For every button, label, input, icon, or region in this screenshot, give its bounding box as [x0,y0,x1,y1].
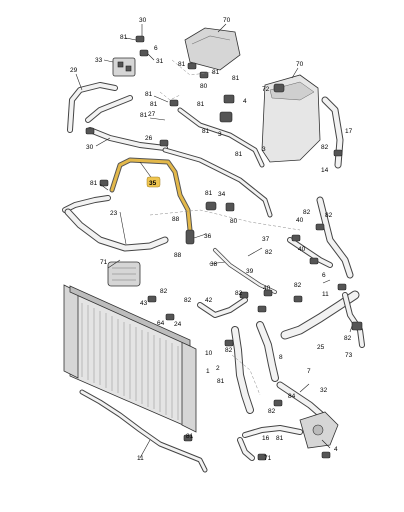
label-part-38: 38 [210,261,218,268]
thermostat-housing [299,411,339,449]
label-part-26: 26 [145,135,153,142]
label-part-82: 82 [160,288,168,295]
hose-23 [62,195,169,252]
label-part-72: 72 [262,86,270,93]
expansion-tank [261,74,321,163]
label-part-39: 39 [246,268,254,275]
radiator [63,284,197,433]
label-part-81: 81 [276,435,284,442]
label-part-36: 36 [204,233,212,240]
label-part-40: 40 [298,246,306,253]
label-part-24: 24 [174,321,182,328]
label-part-27: 27 [148,111,156,118]
label-part-1: 1 [206,368,210,375]
label-part-88: 88 [172,216,180,223]
bracket-top [112,57,136,77]
label-part-40: 40 [263,285,271,292]
label-part-88: 88 [174,252,182,259]
label-part-81: 81 [186,433,194,440]
label-part-40: 40 [296,217,304,224]
oil-cooler [107,261,141,287]
label-part-71: 71 [100,259,108,266]
label-part-4: 4 [243,98,247,105]
label-part-30: 30 [86,144,94,151]
label-part-35: 35 [149,180,157,187]
label-part-64: 64 [157,320,165,327]
label-part-80: 80 [230,218,238,225]
label-part-70: 70 [296,61,304,68]
label-part-81: 81 [197,101,205,108]
label-part-82: 82 [344,335,352,342]
label-part-81: 81 [217,378,225,385]
label-part-35-highlight: 35 [146,176,161,188]
label-part-81: 81 [140,112,148,119]
label-part-82: 82 [225,347,233,354]
label-part-81: 81 [145,91,153,98]
part-labels: 30 70 81 6 29 33 31 81 81 81 70 72 80 81… [70,17,353,462]
label-part-34: 34 [218,191,226,198]
label-part-30: 30 [139,17,147,24]
label-part-12: 82 [325,212,333,219]
label-part-82: 82 [184,297,192,304]
label-part-81: 81 [232,75,240,82]
label-part-14: 14 [321,167,329,174]
label-part-37: 37 [262,236,270,243]
label-part-81: 81 [212,69,220,76]
label-part-6: 6 [154,45,158,52]
label-part-81: 81 [120,34,128,41]
label-part-31: 31 [156,58,164,65]
label-part-25: 25 [317,344,325,351]
dashed-guides [149,59,301,396]
label-part-11: 11 [137,455,144,462]
label-part-82: 82 [294,282,302,289]
hose-top-left [67,82,168,151]
label-part-32: 32 [320,387,328,394]
label-part-70: 70 [223,17,231,24]
label-part-17: 17 [345,128,353,135]
label-part-10: 10 [205,350,213,357]
label-part-6: 6 [322,272,326,279]
label-part-81: 81 [235,151,243,158]
label-part-82: 82 [321,144,329,151]
label-part-43: 43 [140,300,148,307]
label-part-4: 4 [334,446,338,453]
label-part-81: 81 [178,61,186,68]
middle-pipes [162,107,277,294]
seal-strip [79,389,208,473]
label-part-73: 73 [345,352,353,359]
label-part-81: 81 [90,180,98,187]
hose-clamps [85,35,363,461]
label-part-23: 23 [110,210,118,217]
label-part-81: 81 [202,128,210,135]
label-part-82: 82 [303,209,311,216]
label-part-11: 11 [322,291,329,298]
label-part-33: 33 [95,57,103,64]
label-part-82: 82 [265,249,273,256]
coolant-pipe-35 [109,157,193,233]
label-part-7: 7 [307,368,311,375]
lower-hoses [197,297,329,461]
leader-lines [75,23,353,459]
engine-cover-part [184,27,241,71]
label-part-82: 71 [264,455,272,462]
label-part-3: 3 [218,131,222,138]
label-part-80: 80 [200,83,208,90]
label-part-29: 29 [70,67,78,74]
label-part-81: 81 [150,101,158,108]
label-part-8: 8 [279,354,283,361]
label-part-16: 16 [262,435,270,442]
hose-16 [287,196,354,279]
label-part-82: 82 [268,408,276,415]
label-part-42: 42 [205,297,213,304]
label-part-84: 84 [288,393,296,400]
label-part-2: 2 [216,365,220,372]
label-part-3: 3 [262,146,266,153]
label-part-82: 82 [235,290,243,297]
label-part-80: 81 [205,190,213,197]
